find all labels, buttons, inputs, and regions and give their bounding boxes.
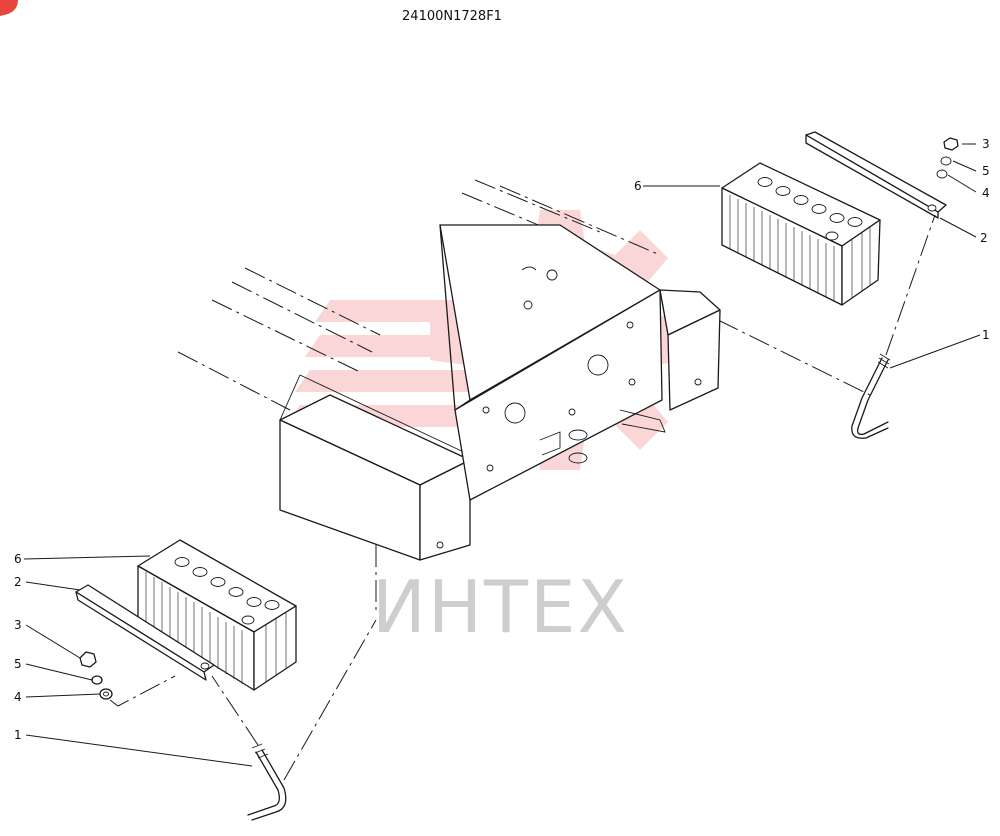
watermark-text: ИНТЕХ — [372, 565, 629, 649]
battery-upper-ribs — [729, 195, 871, 302]
upper-right-battery-group — [721, 131, 959, 439]
callout-spring-washer-upper: 5 — [982, 164, 990, 178]
drawing-code: 24100N1728F1 — [402, 9, 502, 24]
battery-upper-caps — [757, 177, 863, 241]
battery-upper — [721, 162, 881, 306]
callout-leaders — [23, 143, 981, 767]
battery-lower — [137, 539, 297, 691]
hook-bolt-upper — [851, 214, 936, 439]
callout-battery-upper: 6 — [634, 179, 642, 193]
callout-washer-lower: 4 — [14, 690, 22, 704]
callout-nut-upper: 3 — [982, 137, 990, 151]
frame-assembly — [177, 179, 871, 610]
callout-clamp-bar-upper: 2 — [980, 231, 988, 245]
callout-spring-washer-lower: 5 — [14, 657, 22, 671]
callout-nut-lower: 3 — [14, 618, 22, 632]
callout-washer-upper: 4 — [982, 186, 990, 200]
fasteners-lower — [79, 651, 176, 707]
callout-hook-bolt-lower: 1 — [14, 728, 22, 742]
clamp-bar-upper — [805, 131, 947, 219]
right-mount-bracket — [659, 289, 721, 411]
battery-lower-caps — [174, 557, 280, 625]
battery-lower-ribs — [145, 572, 287, 684]
clamp-bar-lower — [75, 584, 215, 681]
hook-bolt-lower — [211, 619, 377, 821]
center-cross-plate — [439, 224, 666, 501]
lower-left-battery-group — [75, 539, 377, 821]
callout-hook-bolt-upper: 1 — [982, 328, 990, 342]
callout-clamp-bar-lower: 2 — [14, 575, 22, 589]
left-mount-bracket — [279, 374, 471, 561]
callout-battery-lower: 6 — [14, 552, 22, 566]
callout-labels: 6 3 5 4 2 1 6 2 3 5 4 1 — [14, 137, 990, 742]
fasteners-upper — [936, 137, 959, 179]
corner-badge — [0, 0, 18, 16]
